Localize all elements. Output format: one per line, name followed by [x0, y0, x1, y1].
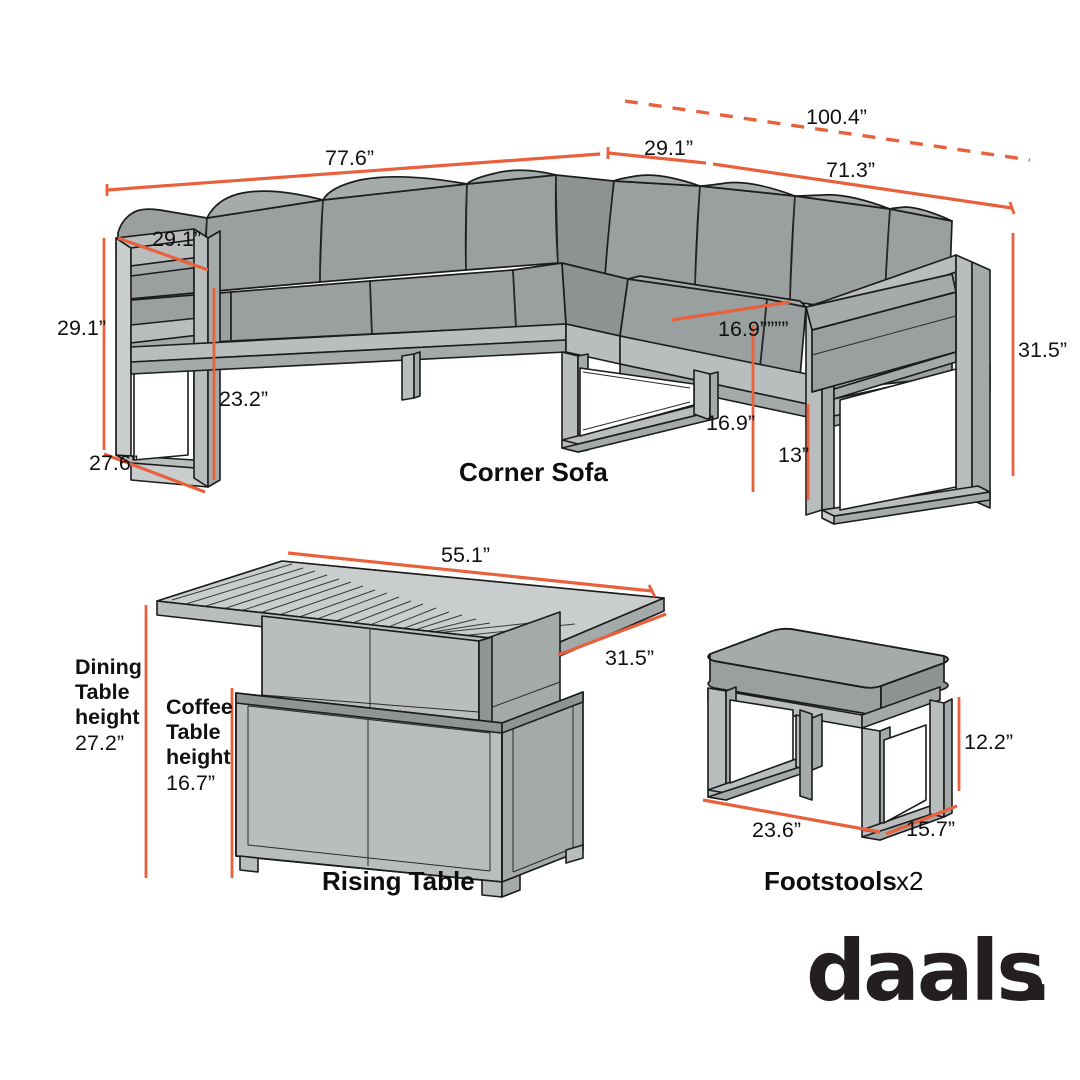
sofa-right-back-cushions	[604, 174, 953, 329]
dim-line-table-depth	[557, 612, 667, 657]
dim-text-sofa-side-depth: 27.6”	[89, 451, 138, 475]
dim-line-sofa-corner-width	[607, 151, 707, 165]
table-base-box	[235, 691, 584, 898]
dim-line-sofa-seat-depth	[671, 300, 791, 322]
dining-height-line-3: height	[75, 705, 140, 729]
dining-height-line-2: Table	[75, 680, 130, 704]
coffee-height-line-2: Table	[166, 720, 221, 744]
dim-text-sofa-seat-depth: 16.9””””	[718, 317, 788, 341]
footstools-title-suffix: x2	[896, 866, 923, 896]
dim-text-sofa-total-height: 31.5”	[1018, 338, 1067, 362]
dim-text-table-dining-height: 27.2”	[75, 731, 124, 755]
dim-line-table-width	[287, 551, 653, 593]
footstool-illustration: 12.2” 23.6” 15.7” Footstools x2	[702, 627, 1013, 896]
sofa-corner-sled-leg	[561, 351, 719, 453]
table-dimension-lines	[144, 551, 667, 878]
footstool-dimension-lines	[702, 697, 961, 836]
coffee-height-line-1: Coffee	[166, 695, 233, 719]
dim-text-sofa-overall-diagonal: 100.4”	[806, 105, 867, 129]
footstool-frame	[707, 686, 953, 841]
dim-line-sofa-left-width	[106, 152, 601, 192]
dim-line-sofa-overall-diagonal	[624, 99, 1031, 162]
dim-line-stool-width	[702, 798, 881, 834]
dim-text-stool-depth: 15.7”	[906, 817, 955, 841]
dim-line-sofa-back-depth	[117, 236, 209, 272]
dim-text-sofa-corner-width: 29.1”	[644, 136, 693, 160]
dim-text-sofa-left-width: 77.6”	[325, 146, 374, 170]
logo-wordmark: daals	[806, 922, 1043, 1020]
dim-line-sofa-side-depth	[103, 452, 206, 494]
dim-text-sofa-seat-depth-2: 16.9”	[706, 411, 755, 435]
dining-height-line-1: Dining	[75, 655, 142, 679]
footstools-title: Footstools	[764, 866, 897, 896]
dim-line-sofa-right-width	[712, 162, 1013, 210]
rising-table-illustration: 55.1” 31.5” Dining Table height 27.2” Co…	[75, 543, 667, 898]
corner-sofa-illustration: 100.4” 77.6” 29.1” 71.3” 29.1” 29.1” 23.…	[57, 99, 1067, 525]
dim-text-sofa-arm-height: 23.2”	[219, 387, 268, 411]
rising-table-title: Rising Table	[322, 866, 475, 896]
dim-text-table-width: 55.1”	[441, 543, 490, 567]
dim-text-sofa-right-width: 71.3”	[826, 158, 875, 182]
dim-text-table-depth: 31.5”	[605, 646, 654, 670]
dim-text-stool-width: 23.6”	[752, 818, 801, 842]
daals-logo: daals .	[806, 922, 1053, 1020]
dim-text-sofa-seat-height: 13”	[778, 443, 809, 467]
dim-text-sofa-back-depth: 29.1”	[152, 227, 201, 251]
corner-sofa-title: Corner Sofa	[459, 457, 608, 487]
dim-text-table-coffee-height: 16.7”	[166, 771, 215, 795]
dim-label-table-coffee-height: Coffee Table height 16.7”	[166, 695, 233, 795]
sofa-corner-back-cushion	[554, 174, 615, 277]
dim-label-table-dining-height: Dining Table height 27.2”	[75, 655, 142, 755]
dim-text-sofa-back-height: 29.1”	[57, 316, 106, 340]
coffee-height-line-3: height	[166, 745, 231, 769]
dim-line-stool-depth	[885, 804, 958, 836]
sofa-dimension-lines	[102, 99, 1031, 500]
dim-text-stool-height: 12.2”	[964, 730, 1013, 754]
sofa-right-end-cushion	[805, 273, 957, 393]
logo-dot: .	[1021, 922, 1050, 1020]
